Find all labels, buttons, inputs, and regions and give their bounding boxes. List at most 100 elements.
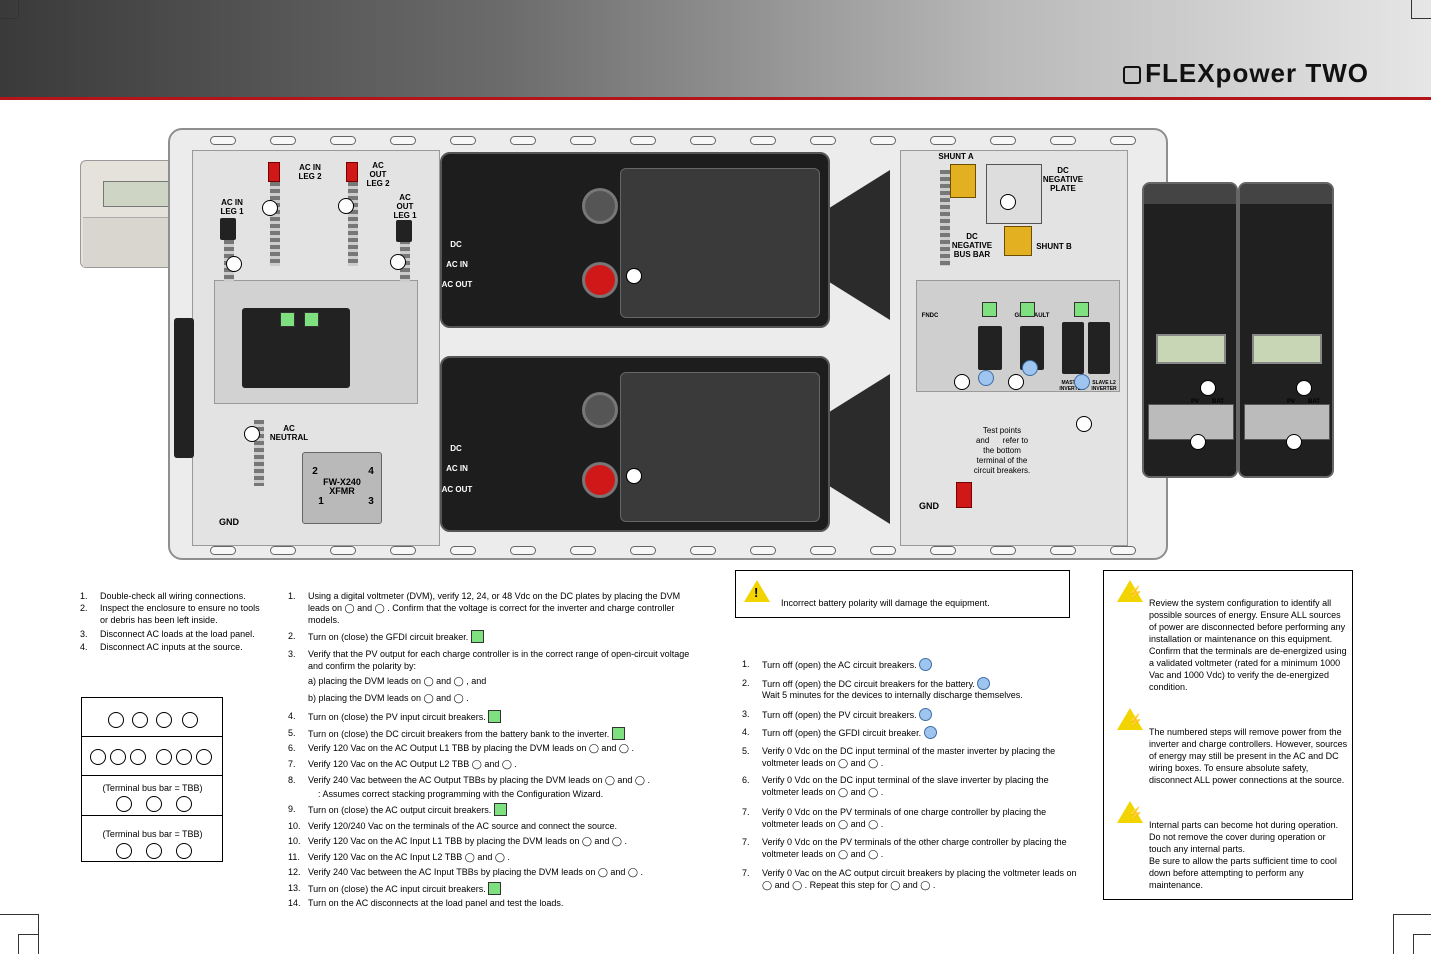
marker-ac-breaker-2 — [304, 312, 319, 327]
hazard-icon-1: ⚡ — [1117, 580, 1143, 602]
startup-num: 14. — [288, 898, 301, 908]
precheck-item-4: Disconnect AC inputs at the source. — [100, 642, 243, 652]
startup-num: 13. — [288, 883, 301, 893]
startup-num: 11. — [288, 852, 300, 862]
mount-slot — [930, 136, 956, 145]
warning-text-2: The numbered steps will remove power fro… — [1149, 727, 1348, 785]
charge-controller-2: PV BAT — [1238, 182, 1334, 478]
precheck-num-2: 2. — [80, 603, 88, 613]
label-ac-neutral: AC NEUTRAL — [269, 424, 309, 442]
wiring-diagram-panel: AC IN LEG 1 AC IN LEG 2 AC OUT LEG 2 AC … — [168, 128, 1168, 560]
mount-slot — [330, 136, 356, 145]
tbb-row-4: (Terminal bus bar = TBB) — [82, 816, 223, 862]
green-square-marker — [493, 803, 507, 816]
callout-dc-test-1 — [954, 374, 970, 390]
startup-step-2: Turn on (close) the GFDI circuit breaker… — [308, 630, 688, 643]
marker-ac-breaker-1 — [280, 312, 295, 327]
startup-num: 8. — [288, 775, 296, 785]
master-label-dc: DC — [450, 240, 462, 249]
startup-step-3a: a) placing the DVM leads on ◯ and ◯ , an… — [308, 676, 487, 686]
shutdown-step-2-wait: Wait 5 minutes for the devices to intern… — [762, 690, 1023, 700]
legend-circle — [176, 749, 192, 765]
ground-busbar — [174, 318, 194, 458]
startup-num: 9. — [288, 804, 296, 814]
ac-out-leg1-lug — [396, 220, 412, 242]
startup-step-5-text: Turn on (close) the DC circuit breakers … — [308, 729, 610, 739]
callout-dc-breaker — [1074, 374, 1090, 390]
label-dc-neg-bus: DC NEGATIVE BUS BAR — [951, 232, 993, 259]
callout-cc2-pv — [1296, 380, 1312, 396]
mount-slot — [690, 546, 716, 555]
callout-cc1-bat — [1190, 434, 1206, 450]
legend-circle — [176, 843, 192, 859]
label-gnd-right: GND — [919, 501, 939, 511]
shutdown-num: 7. — [742, 807, 750, 817]
shutdown-step-1-text: Turn off (open) the AC circuit breakers. — [762, 660, 917, 670]
mount-slot — [1050, 546, 1076, 555]
mount-slot — [1110, 136, 1136, 145]
legend-circle — [116, 843, 132, 859]
blue-circle-marker — [919, 658, 933, 671]
label-fndc: FNDC — [921, 313, 939, 319]
startup-step-4: Turn on (close) the PV input circuit bre… — [308, 710, 688, 723]
slave-label-ac-out: AC OUT — [441, 485, 473, 494]
mount-slot — [990, 546, 1016, 555]
mount-slot — [1050, 136, 1076, 145]
mount-slot — [750, 546, 776, 555]
mount-slot — [990, 136, 1016, 145]
ac-out-leg2-busbar — [348, 182, 358, 266]
crop-mark — [18, 0, 19, 18]
mount-slot — [450, 546, 476, 555]
shutdown-step-5: Verify 0 Vdc on the DC input terminal of… — [762, 746, 1056, 768]
green-square-marker — [488, 710, 502, 723]
crop-mark — [38, 914, 39, 954]
startup-step-9: Turn on (close) the AC output circuit br… — [308, 803, 688, 816]
legend-circle — [156, 712, 172, 728]
startup-step-9-text: Turn on (close) the AC output circuit br… — [308, 805, 492, 815]
shutdown-step-3-text: Turn off (open) the PV circuit breakers. — [762, 710, 917, 720]
ac-out-leg2-lug — [346, 162, 358, 182]
shutdown-num: 7. — [742, 837, 750, 847]
crop-mark — [18, 934, 19, 954]
mount-slot — [450, 136, 476, 145]
callout-gfdi-breaker — [1022, 360, 1038, 376]
charge-controller-1: PV BAT — [1142, 182, 1238, 478]
legend-circle — [196, 749, 212, 765]
hazard-icon-2: ⚡ — [1117, 708, 1143, 730]
label-ac-in-leg1: AC IN LEG 1 — [220, 198, 244, 216]
gfdi-breaker — [978, 326, 1002, 370]
startup-num: 3. — [288, 649, 296, 659]
transformer-label: FW-X240 XFMR — [323, 477, 361, 496]
callout-slave-dc — [626, 468, 642, 484]
label-ac-out-leg1: AC OUT LEG 1 — [393, 193, 417, 220]
callout-ac-in-leg2 — [262, 200, 278, 216]
slave-inverter-fan — [830, 374, 890, 524]
legend-circle — [156, 749, 172, 765]
master-label-ac-in: AC IN — [446, 260, 468, 269]
callout-cc1-pv — [1200, 380, 1216, 396]
mount-slot — [510, 546, 536, 555]
legend-circle — [108, 712, 124, 728]
startup-num: 6. — [288, 743, 296, 753]
shutdown-num: 5. — [742, 746, 750, 756]
mount-slot — [390, 136, 416, 145]
mount-slot — [930, 546, 956, 555]
legend-circle — [176, 796, 192, 812]
shutdown-step-2-text: Turn off (open) the DC circuit breakers … — [762, 679, 975, 689]
crop-mark — [1413, 934, 1431, 935]
slave-label-ac-in: AC IN — [446, 464, 468, 473]
mount-slot — [210, 136, 236, 145]
header-banner: FLEXpower TWO — [0, 0, 1431, 100]
startup-step-13-text: Turn on (close) the AC input circuit bre… — [308, 884, 486, 894]
startup-step-8: Verify 240 Vac between the AC Output TBB… — [308, 775, 650, 785]
startup-note: : Assumes correct stacking programming w… — [318, 789, 604, 799]
charge-controller-1-terminals — [1148, 404, 1234, 440]
xfmr-terminal-3: 3 — [368, 496, 374, 507]
precheck-item-3: Disconnect AC loads at the load panel. — [100, 629, 255, 639]
dc-negative-plate — [986, 164, 1042, 224]
mount-slot — [270, 136, 296, 145]
legend-circle — [90, 749, 106, 765]
shutdown-step-6: Verify 0 Vdc on the DC input terminal of… — [762, 775, 1049, 797]
startup-step-10b: Verify 120 Vac on the AC Input L1 TBB by… — [308, 836, 627, 846]
startup-num: 10. — [288, 836, 301, 846]
